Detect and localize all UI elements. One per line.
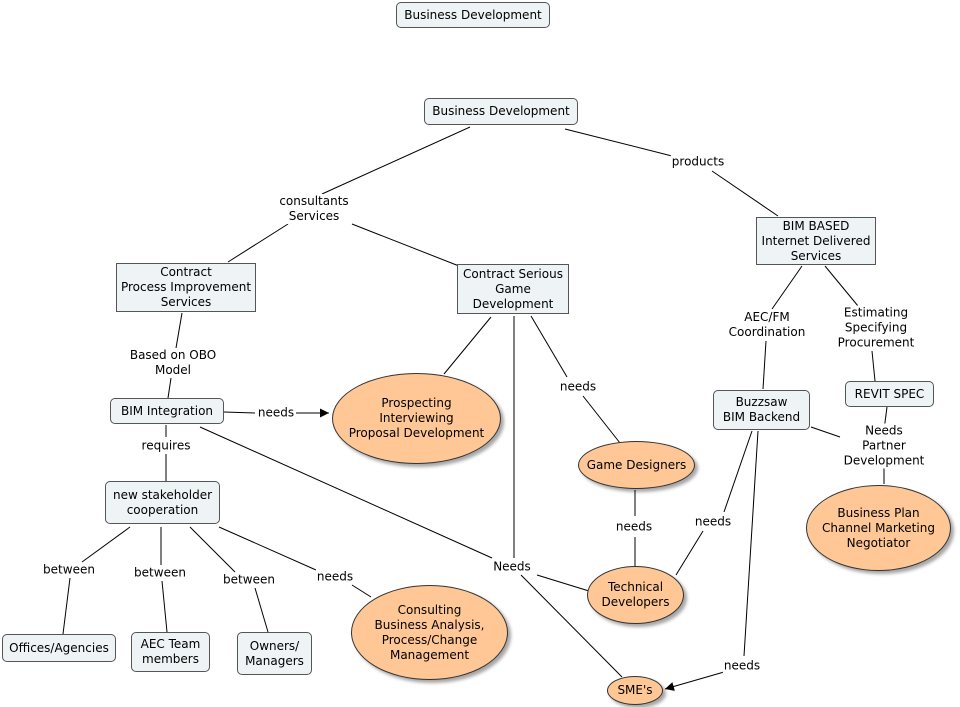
connector-root-products — [564, 128, 673, 157]
link-aec-fm-coordination: AEC/FM Coordination — [727, 310, 807, 340]
connector-needs-central-technical — [536, 574, 590, 592]
connector-game-needs — [530, 315, 568, 378]
connector-stakeholder-between-owners — [189, 526, 236, 573]
connector-buzzsaw-partner — [810, 426, 841, 438]
connector-buzzsaw-needs-smes — [743, 430, 759, 657]
link-products: products — [670, 154, 726, 170]
node-bim-integration[interactable]: BIM Integration — [110, 398, 224, 424]
connector-stakeholder-between-offices — [81, 526, 131, 563]
connector-products-bim — [711, 170, 779, 217]
connector-between-offices — [62, 577, 71, 635]
connector-bim-integration-needs-central — [199, 426, 493, 559]
connector-buzzsaw-needs — [723, 430, 753, 513]
link-estimating: Estimating Specifying Procurement — [836, 305, 916, 351]
link-needs-technical: needs — [614, 519, 654, 535]
link-needs-consulting: needs — [315, 569, 355, 585]
connector-process-obo — [175, 312, 183, 349]
node-game-designers[interactable]: Game Designers — [578, 441, 695, 489]
node-bim-based-services[interactable]: BIM BASED Internet Delivered Services — [756, 217, 876, 265]
connector-root-consultants — [321, 126, 471, 195]
link-needs-prospecting: needs — [256, 405, 296, 421]
connector-needs-central-smes — [520, 574, 623, 678]
link-consultants-services: consultants Services — [278, 194, 350, 224]
connector-between-owners — [254, 587, 269, 633]
node-buzzsaw-bim-backend[interactable]: Buzzsaw BIM Backend — [713, 390, 810, 430]
node-offices-agencies[interactable]: Offices/Agencies — [2, 634, 116, 662]
connector-needs-smes — [664, 671, 725, 691]
connector-stakeholder-needs-consulting — [218, 526, 317, 571]
link-needs-game-designers: needs — [558, 379, 598, 395]
connector-estimating-revit — [871, 350, 876, 382]
connector-consultants-game — [351, 223, 460, 267]
connector-needs-game-designers — [582, 395, 621, 444]
node-contract-process-improvement[interactable]: Contract Process Improvement Services — [116, 263, 256, 312]
connector-between-aec — [161, 580, 168, 633]
link-needs-partner: Needs Partner Development — [842, 423, 926, 469]
node-technical-developers[interactable]: Technical Developers — [587, 566, 684, 624]
link-between-aec: between — [133, 565, 187, 581]
node-prospecting[interactable]: Prospecting Interviewing Proposal Develo… — [332, 373, 501, 464]
node-owners-managers[interactable]: Owners/ Managers — [237, 632, 312, 675]
link-needs-smes: needs — [722, 658, 762, 674]
connector-needs-technical-devs — [675, 530, 704, 576]
node-aec-team-members[interactable]: AEC Team members — [131, 632, 210, 672]
link-requires: requires — [140, 438, 192, 454]
link-between-offices: between — [42, 562, 96, 578]
map-title: Business Development — [396, 2, 550, 28]
node-smes[interactable]: SME's — [607, 676, 663, 705]
connector-game-prospecting — [443, 316, 492, 375]
connector-obo-bim-integration — [167, 377, 172, 399]
node-business-development[interactable]: Business Development — [424, 98, 578, 125]
link-between-owners: between — [222, 572, 276, 588]
link-based-on-obo: Based on OBO Model — [128, 348, 218, 378]
node-consulting[interactable]: Consulting Business Analysis, Process/Ch… — [351, 585, 508, 680]
connector-bim-aec — [771, 265, 803, 310]
connector-bim-integration-needs — [223, 411, 256, 414]
connector-bim-estimating — [824, 265, 859, 307]
node-contract-serious-game[interactable]: Contract Serious Game Development — [457, 264, 569, 314]
connector-needs-consulting — [351, 584, 372, 598]
node-revit-spec[interactable]: REVIT SPEC — [845, 381, 934, 407]
node-business-plan[interactable]: Business Plan Channel Marketing Negotiat… — [806, 485, 951, 571]
connector-aec-buzzsaw — [762, 340, 767, 390]
connector-consultants-process — [227, 223, 289, 263]
node-new-stakeholder-cooperation[interactable]: new stakeholder cooperation — [105, 481, 220, 524]
link-needs-buzzsaw-technical: needs — [693, 514, 733, 530]
link-needs-central: Needs — [492, 559, 532, 575]
